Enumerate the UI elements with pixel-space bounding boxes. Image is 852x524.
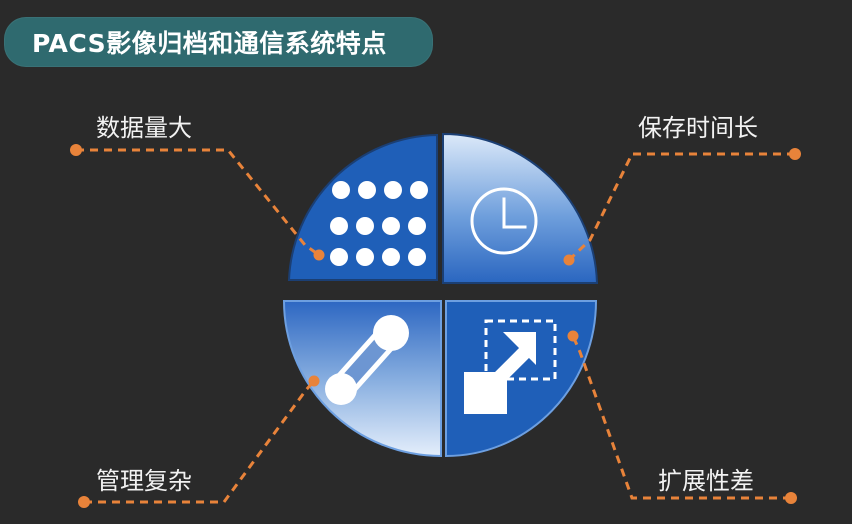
quadrant-large-data	[287, 133, 438, 281]
connector-long-retention	[563, 148, 801, 266]
clock-icon	[470, 187, 538, 255]
link-capsule-icon	[325, 315, 409, 405]
feature-label-poor-scalability: 扩展性差	[658, 467, 754, 495]
expand-arrow-icon	[464, 319, 557, 414]
connector-complex-management	[78, 375, 320, 508]
connector-poor-scalability	[567, 330, 797, 504]
page-title: PACS影像归档和通信系统特点	[32, 29, 387, 58]
quadrant-poor-scalability	[445, 300, 598, 458]
dots-grid-icon	[330, 181, 428, 266]
feature-label-long-retention: 保存时间长	[638, 114, 758, 142]
connector-large-data	[70, 144, 325, 261]
feature-label-complex-management: 管理复杂	[96, 467, 192, 495]
feature-label-large-data: 数据量大	[96, 114, 192, 142]
title-banner: PACS影像归档和通信系统特点	[4, 17, 433, 67]
quadrant-complex-management	[282, 300, 442, 458]
quadrant-long-retention	[442, 132, 599, 284]
